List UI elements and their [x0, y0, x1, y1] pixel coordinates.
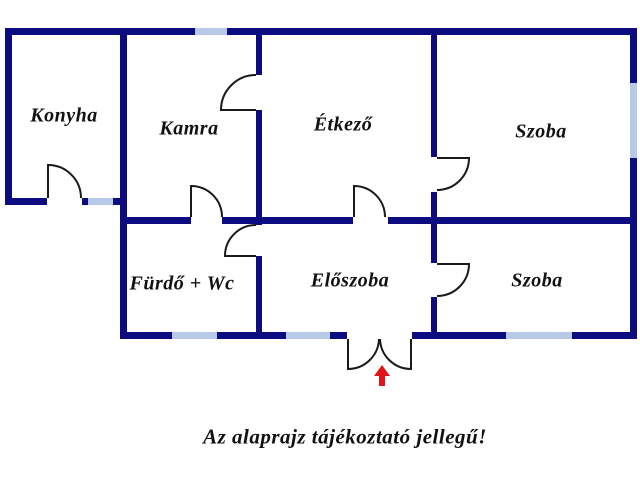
wall-top — [5, 28, 637, 35]
wall-mid-vertical-1 — [256, 28, 262, 339]
door-etkezo-eloszoba — [353, 184, 386, 218]
plan-caption: Az alaprajz tájékoztató jellegű! — [203, 424, 487, 449]
opening-kamra-etkezo — [256, 75, 262, 110]
door-etkezo-szoba — [436, 157, 471, 191]
room-label-konyha: Konyha — [30, 104, 98, 127]
opening-main-entrance — [347, 332, 412, 339]
window-eloszoba-bottom — [286, 332, 330, 339]
entrance-arrow-stem — [379, 376, 385, 386]
opening-furdo-eloszoba — [256, 225, 262, 256]
opening-eloszoba-szoba — [431, 263, 437, 297]
room-label-etkezo: Étkező — [313, 113, 373, 136]
door-entrance-left — [347, 338, 380, 371]
window-kamra-top — [195, 28, 227, 35]
wall-left — [5, 28, 12, 205]
windows — [88, 28, 637, 339]
entrance-arrow-icon — [374, 365, 390, 386]
door-entrance-right — [379, 338, 412, 371]
window-furdo-bottom — [172, 332, 217, 339]
window-szoba-right — [630, 83, 637, 158]
opening-etkezo-szoba — [431, 157, 437, 192]
door-kamra-eloszoba — [190, 184, 223, 218]
door-konyha-exterior — [47, 163, 82, 199]
room-label-szoba-top: Szoba — [515, 120, 567, 143]
wall-right — [630, 28, 637, 339]
room-label-kamra: Kamra — [159, 117, 219, 140]
room-label-szoba-bottom: Szoba — [511, 269, 563, 292]
wall-west-inner — [120, 28, 127, 339]
room-label-furdo-wc: Fürdő + Wc — [129, 272, 235, 295]
room-label-eloszoba: Előszoba — [310, 269, 390, 292]
door-kamra-etkezo — [219, 74, 257, 111]
window-konyha-bottom — [88, 198, 113, 205]
entrance-arrow-head — [374, 365, 390, 376]
opening-konyha-exterior — [47, 198, 82, 205]
door-swings — [47, 74, 471, 371]
opening-kamra-eloszoba — [191, 217, 222, 224]
door-furdo-eloszoba — [223, 224, 257, 257]
opening-etkezo-eloszoba — [353, 217, 388, 224]
door-eloszoba-szoba — [436, 263, 471, 297]
window-szoba-bottom — [506, 332, 572, 339]
door-openings — [47, 75, 437, 339]
